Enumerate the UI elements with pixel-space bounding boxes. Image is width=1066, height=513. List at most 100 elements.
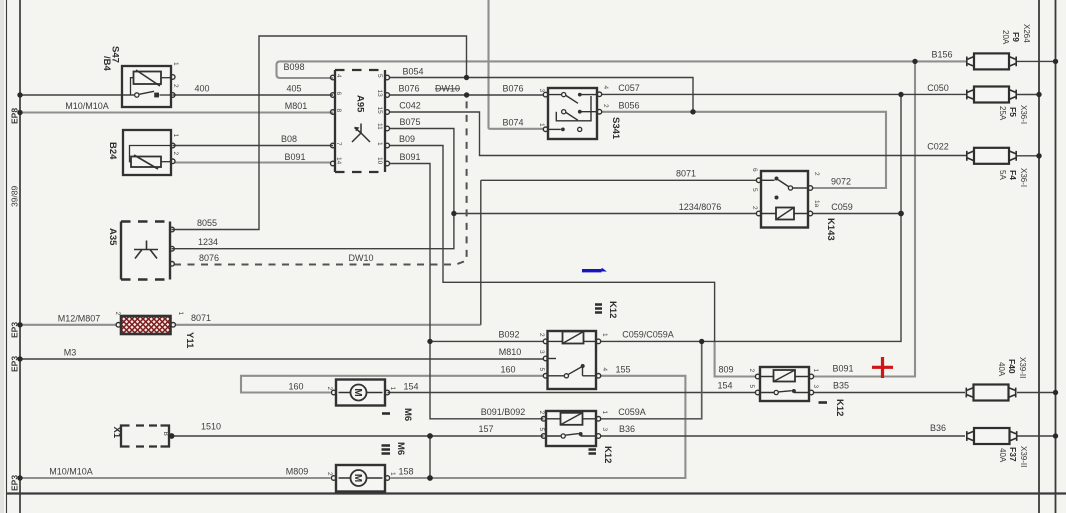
svg-text:B054: B054	[402, 67, 423, 77]
svg-text:1510: 1510	[201, 422, 221, 432]
svg-text:B: B	[162, 432, 169, 436]
svg-text:X36-I: X36-I	[1019, 105, 1028, 124]
svg-text:B36: B36	[930, 423, 946, 433]
svg-text:S341: S341	[610, 117, 621, 140]
svg-text:S47: S47	[110, 46, 121, 63]
svg-text:M809: M809	[286, 467, 309, 477]
svg-text:3: 3	[538, 89, 545, 93]
svg-text:1: 1	[389, 472, 396, 476]
svg-text:1: 1	[172, 134, 179, 138]
svg-text:3: 3	[538, 350, 545, 354]
svg-text:5: 5	[751, 188, 758, 192]
svg-text:6: 6	[751, 168, 758, 172]
svg-text:1: 1	[601, 333, 608, 337]
svg-text:B056: B056	[618, 100, 639, 110]
svg-text:4: 4	[601, 368, 608, 372]
svg-text:A95: A95	[355, 95, 366, 113]
svg-text:Y11: Y11	[184, 332, 195, 349]
svg-text:2: 2	[538, 333, 545, 337]
svg-text:5: 5	[538, 428, 545, 432]
svg-text:154: 154	[403, 382, 418, 392]
svg-text:405: 405	[286, 84, 301, 94]
svg-text:B08: B08	[281, 134, 297, 144]
svg-text:/B4: /B4	[101, 56, 112, 72]
svg-text:15: 15	[376, 107, 383, 115]
svg-text:2: 2	[751, 206, 758, 210]
svg-text:F9: F9	[1011, 32, 1021, 42]
svg-text:6: 6	[335, 92, 342, 96]
svg-text:B156: B156	[931, 50, 952, 60]
svg-text:25A: 25A	[998, 106, 1007, 121]
svg-text:7: 7	[335, 142, 342, 146]
svg-text:K143: K143	[825, 218, 836, 241]
svg-text:157: 157	[478, 424, 493, 434]
svg-text:809: 809	[718, 365, 733, 375]
svg-text:160: 160	[500, 364, 515, 374]
svg-text:B091: B091	[832, 364, 853, 374]
svg-text:DW10: DW10	[435, 84, 460, 94]
svg-text:2: 2	[748, 369, 755, 373]
svg-text:K12: K12	[834, 399, 845, 416]
svg-text:K12: K12	[607, 301, 618, 318]
svg-text:154: 154	[717, 381, 732, 391]
svg-text:C057: C057	[618, 83, 640, 93]
svg-text:11: 11	[376, 123, 383, 130]
svg-text:1234/8076: 1234/8076	[679, 202, 722, 212]
svg-text:M: M	[352, 474, 363, 482]
svg-text:EP3: EP3	[10, 475, 20, 491]
svg-text:400: 400	[194, 84, 209, 94]
svg-text:A35: A35	[107, 228, 118, 246]
svg-text:F4: F4	[1008, 170, 1018, 180]
svg-text:M801: M801	[285, 101, 308, 111]
svg-text:K12: K12	[602, 446, 613, 463]
svg-text:F5: F5	[1008, 107, 1018, 117]
svg-text:M6: M6	[395, 442, 406, 455]
svg-text:C022: C022	[927, 142, 949, 152]
svg-text:9072: 9072	[831, 177, 851, 187]
svg-text:8055: 8055	[197, 218, 217, 228]
svg-text:2: 2	[172, 84, 179, 88]
svg-text:C042: C042	[399, 101, 421, 111]
svg-text:4: 4	[335, 74, 342, 78]
svg-text:EP3: EP3	[10, 356, 20, 372]
svg-text:2: 2	[538, 411, 545, 415]
svg-text:EP8: EP8	[10, 108, 20, 124]
svg-text:40A: 40A	[998, 448, 1007, 463]
svg-text:158: 158	[398, 467, 413, 477]
svg-text:1a: 1a	[813, 200, 820, 208]
svg-text:1: 1	[177, 312, 184, 316]
svg-text:B35: B35	[833, 381, 849, 391]
svg-text:C059: C059	[831, 202, 853, 212]
svg-text:8076: 8076	[199, 253, 219, 263]
svg-text:3: 3	[601, 428, 608, 432]
svg-text:20A: 20A	[1001, 30, 1010, 45]
svg-text:B091: B091	[284, 152, 305, 162]
svg-text:M3: M3	[64, 348, 77, 358]
svg-text:2: 2	[602, 104, 609, 108]
svg-text:B36: B36	[619, 424, 635, 434]
svg-text:X39-II: X39-II	[1019, 446, 1028, 467]
svg-text:5: 5	[376, 74, 383, 78]
svg-text:1: 1	[601, 411, 608, 415]
svg-text:13: 13	[376, 90, 383, 98]
svg-text:B076: B076	[398, 84, 419, 94]
svg-text:B076: B076	[502, 84, 523, 94]
svg-text:1: 1	[172, 62, 179, 66]
svg-text:F37: F37	[1008, 447, 1018, 462]
svg-text:1: 1	[376, 142, 383, 146]
svg-text:C059A: C059A	[618, 407, 646, 417]
svg-text:B074: B074	[502, 118, 523, 128]
svg-text:5: 5	[748, 385, 755, 389]
svg-text:M6: M6	[402, 408, 413, 421]
svg-text:B092: B092	[498, 330, 519, 340]
svg-text:M: M	[352, 388, 363, 396]
svg-text:1: 1	[538, 123, 545, 127]
svg-text:C059/C059A: C059/C059A	[622, 330, 674, 340]
svg-text:B075: B075	[399, 117, 420, 127]
svg-text:1234: 1234	[198, 237, 218, 247]
svg-text:1: 1	[389, 387, 396, 391]
svg-text:DW10: DW10	[348, 253, 373, 263]
svg-text:B09: B09	[399, 134, 415, 144]
svg-text:8: 8	[335, 109, 342, 113]
svg-text:B091: B091	[399, 152, 420, 162]
